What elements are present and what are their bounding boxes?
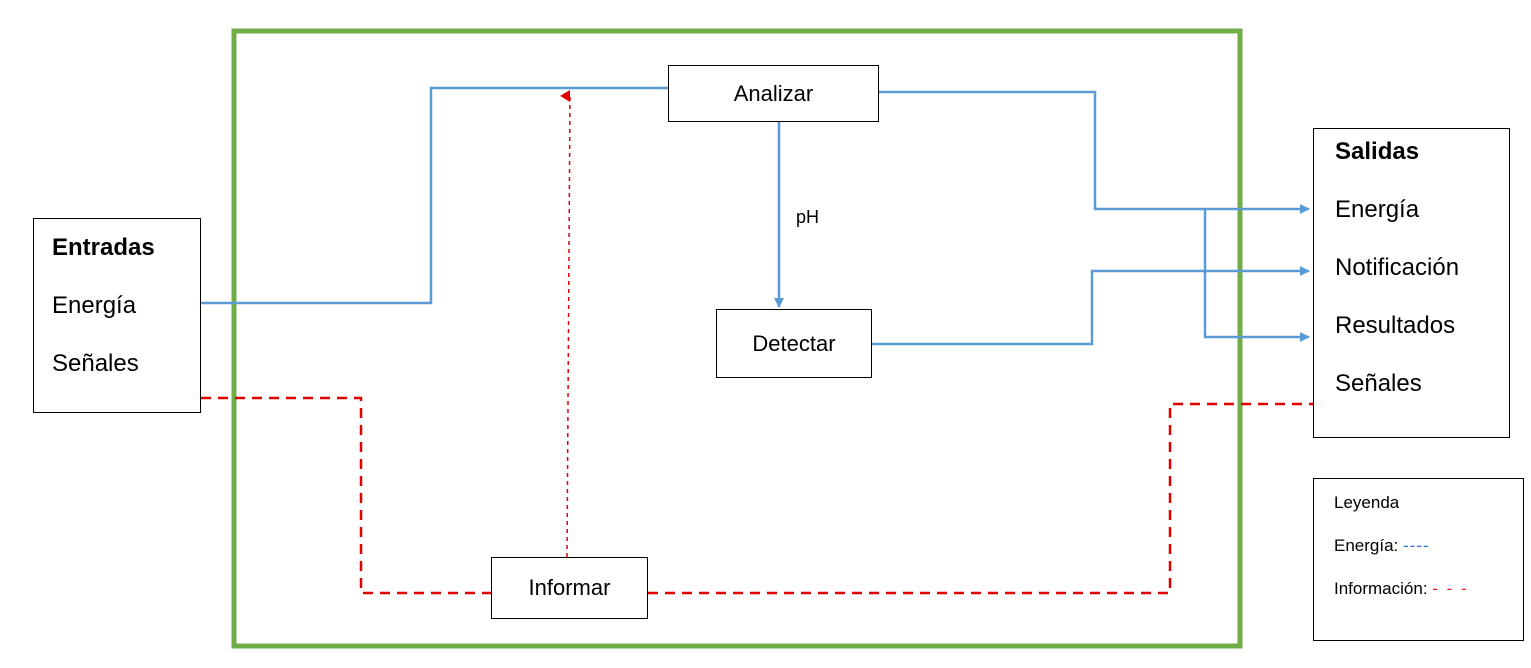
inputs-title: Entradas [52, 234, 155, 261]
energy-flow-detectar-to-notificacion [872, 266, 1310, 346]
process-analizar: Analizar [668, 65, 879, 122]
process-detectar: Detectar [716, 309, 872, 378]
output-item-notificacion: Notificación [1335, 254, 1460, 281]
legend-energy-label: Energía: [1334, 536, 1399, 555]
input-item-senales: Señales [52, 350, 139, 377]
outputs-title: Salidas [1335, 138, 1420, 165]
legend-info-sample: - - - [1432, 579, 1469, 598]
energy-flow-analizar-to-energia [879, 90, 1310, 214]
energy-flow-analizar-to-resultados [1203, 209, 1310, 342]
system-boundary [231, 28, 1243, 649]
legend-box: Leyenda Energía: ---- Información: - - - [1313, 478, 1524, 641]
outputs-box: Salidas Energía Notificación Resultados … [1313, 128, 1510, 438]
inputs-box: Entradas Energía Señales [33, 218, 201, 413]
output-item-energia: Energía [1335, 196, 1420, 223]
energy-flow-entradas-to-analizar [201, 86, 668, 305]
info-flow-entradas-to-informar [201, 396, 491, 595]
legend-info-label: Información: [1334, 579, 1428, 598]
legend-info-row: Información: - - - [1334, 579, 1523, 622]
legend-energy-sample: ---- [1403, 536, 1430, 555]
legend-energy-row: Energía: ---- [1334, 536, 1523, 579]
input-item-energia: Energía [52, 292, 137, 319]
info-flow-informar-to-salidas [648, 402, 1313, 595]
info-flow-informar-to-analizar [560, 90, 571, 558]
output-item-resultados: Resultados [1335, 312, 1456, 339]
output-item-senales: Señales [1335, 370, 1422, 397]
legend-title: Leyenda [1334, 493, 1400, 512]
process-informar: Informar [491, 557, 648, 619]
flow-label-ph: pH [796, 207, 820, 227]
